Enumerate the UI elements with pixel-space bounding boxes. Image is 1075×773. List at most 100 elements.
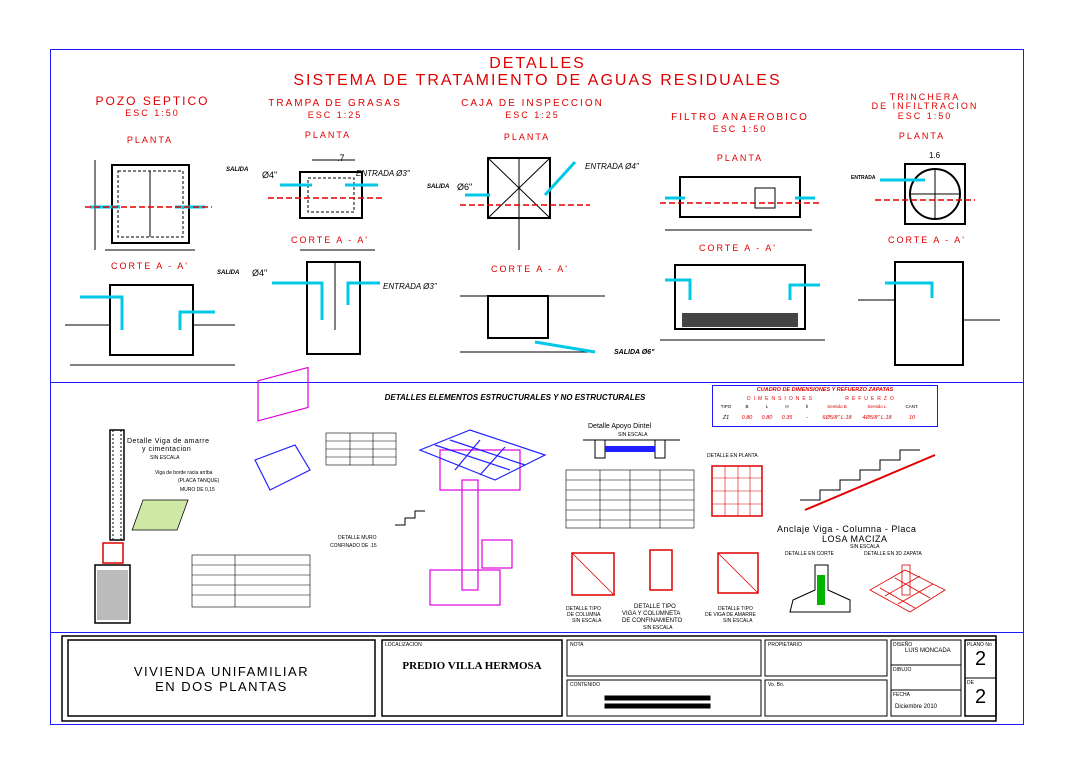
- filtro-corte-pipe-in: [665, 278, 692, 300]
- caja-corte-outline: [487, 295, 549, 339]
- label-plano: PLANO No: [967, 642, 992, 648]
- zapatas-c5: 6Ø5/8" L.18: [822, 415, 852, 421]
- plan-total: 2: [974, 686, 987, 708]
- trampa-corte-outline: [306, 261, 361, 355]
- filtro-anaerobico-title: FILTRO ANAEROBICO: [671, 112, 809, 123]
- slab-grid: [418, 429, 547, 481]
- pozo-septico-title: POZO SEPTICO: [95, 94, 210, 108]
- designer-name: LUIS MONCADA: [905, 648, 951, 654]
- tipo-columna-1: DETALLE TIPO: [566, 606, 601, 612]
- trampa-corte-salida: SALIDA: [217, 270, 240, 276]
- caja-d6-label: Ø6": [457, 182, 473, 192]
- drawing-date: Diciembre 2010: [895, 704, 938, 710]
- zapatas-ref-header: REFUERZO: [845, 396, 897, 402]
- trampa-planta-label: PLANTA: [304, 130, 352, 140]
- pozo-corte-label: CORTE A - A': [110, 261, 190, 271]
- drawing-frame: [50, 49, 1024, 725]
- tipo-viga-escala: SIN ESCALA: [723, 618, 753, 624]
- pozo-planta-label: PLANTA: [126, 135, 174, 145]
- zapatas-h5: Sentido B: [827, 404, 847, 409]
- zapatas-c6: 4Ø5/8" L.18: [862, 415, 892, 421]
- losa-escala: SIN ESCALA: [850, 544, 880, 550]
- anclaje-label: Anclaje Viga - Columna - Placa: [777, 524, 917, 534]
- sheet-title: DETALLES: [489, 55, 586, 72]
- zapatas-row: Z1 0.80 0.80 0.35 - 6Ø5/8" L.18 4Ø5/8" L…: [715, 415, 935, 421]
- filtro-planta-outline: [679, 176, 801, 218]
- filtro-anaerobico-scale: ESC 1:50: [712, 124, 768, 134]
- detalle-corte-label: DETALLE EN CORTE: [785, 551, 834, 557]
- tipo-columna-2: DE COLUMNA: [567, 612, 601, 618]
- caja-corte-pipe: [534, 340, 596, 354]
- caja-planta-label: PLANTA: [503, 132, 551, 142]
- pozo-corte-pipe-out: [178, 310, 215, 330]
- section-divider-bottom: [50, 632, 1024, 633]
- label-nota: NOTA: [570, 642, 584, 648]
- stair-profile: [800, 449, 920, 501]
- label-propietario: PROPIETARIO: [768, 642, 802, 648]
- detail-columneta: [649, 549, 673, 591]
- zapatas-dim-header: DIMENSIONES: [746, 396, 815, 402]
- muro-confinado-label: DETALLE MURO: [338, 535, 377, 541]
- zapatas-c4: -: [806, 415, 808, 421]
- trampa-corte-d4: Ø4": [252, 268, 268, 278]
- pozo-corte-outline: [109, 284, 194, 356]
- zapatas-headers: TIPO B L H h Sentido B Sentido L CANT.: [715, 404, 935, 409]
- cimentacion-label: y cimentacion: [142, 446, 192, 453]
- apoyo-dintel-escala: SIN ESCALA: [618, 432, 648, 438]
- caja-pipe-out: [543, 160, 577, 197]
- sheet-subtitle: SISTEMA DE TRATAMIENTO DE AGUAS RESIDUAL…: [293, 72, 782, 89]
- trampa-grasas-title: TRAMPA DE GRASAS: [268, 98, 402, 109]
- muro-label: MURO DE 0,15: [180, 487, 215, 493]
- tipo-columneta-3: DE CONFINAMIENTO: [622, 618, 683, 624]
- trampa-corte-pipe-in: [346, 281, 380, 305]
- tipo-viga-1: DETALLE TIPO: [718, 606, 753, 612]
- zapatas-c0: Z1: [722, 415, 730, 421]
- viga-borde-label: Viga de borde racia arriba: [155, 470, 213, 476]
- apoyo-dintel-label: Detalle Apoyo Dintel: [588, 423, 652, 430]
- caja-corte-salida: SALIDA Ø6": [614, 349, 655, 356]
- plan-number: 2: [974, 648, 987, 670]
- footing-section: [789, 564, 851, 613]
- filtro-corte-pipe-out: [788, 283, 820, 300]
- pozo-septico-scale: ESC 1:50: [125, 108, 180, 118]
- detalle-3d-label: DETALLE EN 3D ZAPATA: [864, 551, 922, 557]
- filtro-corte-outline: [674, 264, 806, 330]
- trinchera-title-1: TRINCHERA: [889, 92, 961, 102]
- trinchera-corte-label: CORTE A - A': [887, 235, 967, 245]
- detail-column: [571, 552, 615, 596]
- zapatas-h2: L: [765, 404, 769, 409]
- label-vobo: Vo. Bo.: [768, 682, 785, 688]
- beam-3d: [257, 366, 309, 422]
- trinchera-corte-outline: [894, 261, 964, 366]
- detalle-planta-label: DETALLE EN PLANTA: [707, 453, 758, 459]
- trinchera-planta-label: PLANTA: [898, 131, 946, 141]
- confined-wall: [131, 499, 189, 531]
- trinchera-title-2: DE INFILTRACION: [871, 101, 979, 111]
- zapatas-h0: TIPO: [720, 404, 732, 409]
- section-divider-top: [50, 382, 1024, 383]
- trampa-corte-entrada: ENTRADA Ø3": [383, 282, 437, 291]
- zapatas-h3: H: [785, 404, 789, 409]
- pozo-planta-outline: [111, 164, 190, 244]
- zapatas-table: CUADRO DE DIMENSIONES Y REFUERZO ZAPATAS…: [712, 385, 938, 427]
- filtro-planta-label: PLANTA: [716, 153, 764, 163]
- quantities-table: [191, 554, 311, 608]
- caja-entrada-label: ENTRADA Ø4": [585, 162, 639, 171]
- project-name-2: EN DOS PLANTAS: [155, 679, 288, 694]
- label-localizacion: LOCALIZACION: [385, 642, 422, 648]
- footing: [94, 564, 131, 624]
- tipo-columneta-1: DETALLE TIPO: [634, 604, 676, 610]
- footing-3d: [869, 569, 946, 613]
- tipo-columna-escala: SIN ESCALA: [572, 618, 602, 624]
- column-wall: [109, 429, 125, 541]
- pozo-corte-pipe-in: [80, 295, 124, 330]
- trinchera-scale: ESC 1:50: [897, 111, 953, 121]
- caja-inspeccion-scale: ESC 1:25: [505, 110, 560, 120]
- caja-corte-label: CORTE A - A': [490, 264, 570, 274]
- zapatas-h6: Sentido L: [867, 404, 887, 409]
- viga-amarre-label: Detalle Viga de amarre: [127, 438, 210, 445]
- caja-inspeccion-title: CAJA DE INSPECCION: [461, 98, 604, 109]
- muro-confinado-label-2: CONFINADO DE .15: [330, 543, 377, 549]
- trampa-salida-label: SALIDA: [226, 167, 249, 173]
